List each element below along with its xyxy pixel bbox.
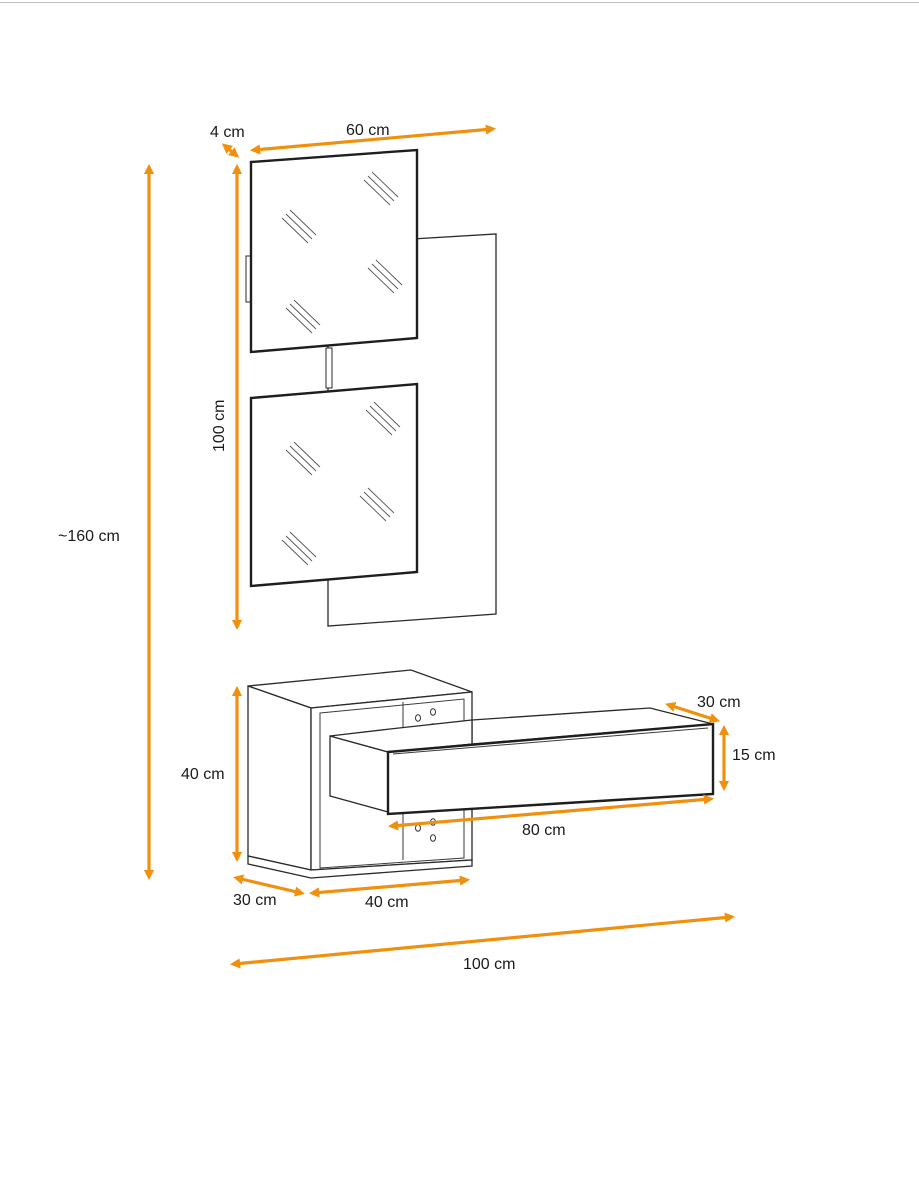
upper-mirror	[249, 148, 419, 354]
dim-line-mirror-depth	[221, 143, 240, 158]
lower-mirror	[249, 382, 419, 588]
label-cabinet-depth: 30 cm	[233, 892, 277, 909]
label-cabinet-width: 40 cm	[365, 894, 409, 911]
mirror-connector	[325, 347, 333, 389]
label-total-width: 100 cm	[463, 956, 515, 973]
label-drawer-width: 80 cm	[522, 822, 566, 839]
dimension-labels: 4 cm 60 cm 100 cm ~160 cm 40 cm 30 cm 15…	[58, 122, 776, 973]
label-drawer-height: 15 cm	[732, 747, 776, 764]
top-border	[0, 2, 919, 3]
dim-line-drawer-width	[387, 794, 715, 831]
dim-line-drawer-depth	[665, 701, 720, 724]
dim-line-total-width	[229, 912, 736, 969]
dim-line-mirror-width	[249, 124, 497, 155]
dimension-lines	[143, 124, 736, 969]
label-mirror-width: 60 cm	[346, 122, 390, 139]
dim-line-cabinet-depth	[233, 874, 305, 897]
label-mirror-height: 100 cm	[211, 400, 228, 452]
drawer-unit	[329, 707, 715, 816]
label-total-height: ~160 cm	[58, 528, 120, 545]
label-mirror-depth: 4 cm	[210, 124, 245, 141]
label-cabinet-height: 40 cm	[181, 766, 225, 783]
dim-line-cabinet-width	[308, 875, 471, 898]
label-drawer-depth: 30 cm	[697, 694, 741, 711]
